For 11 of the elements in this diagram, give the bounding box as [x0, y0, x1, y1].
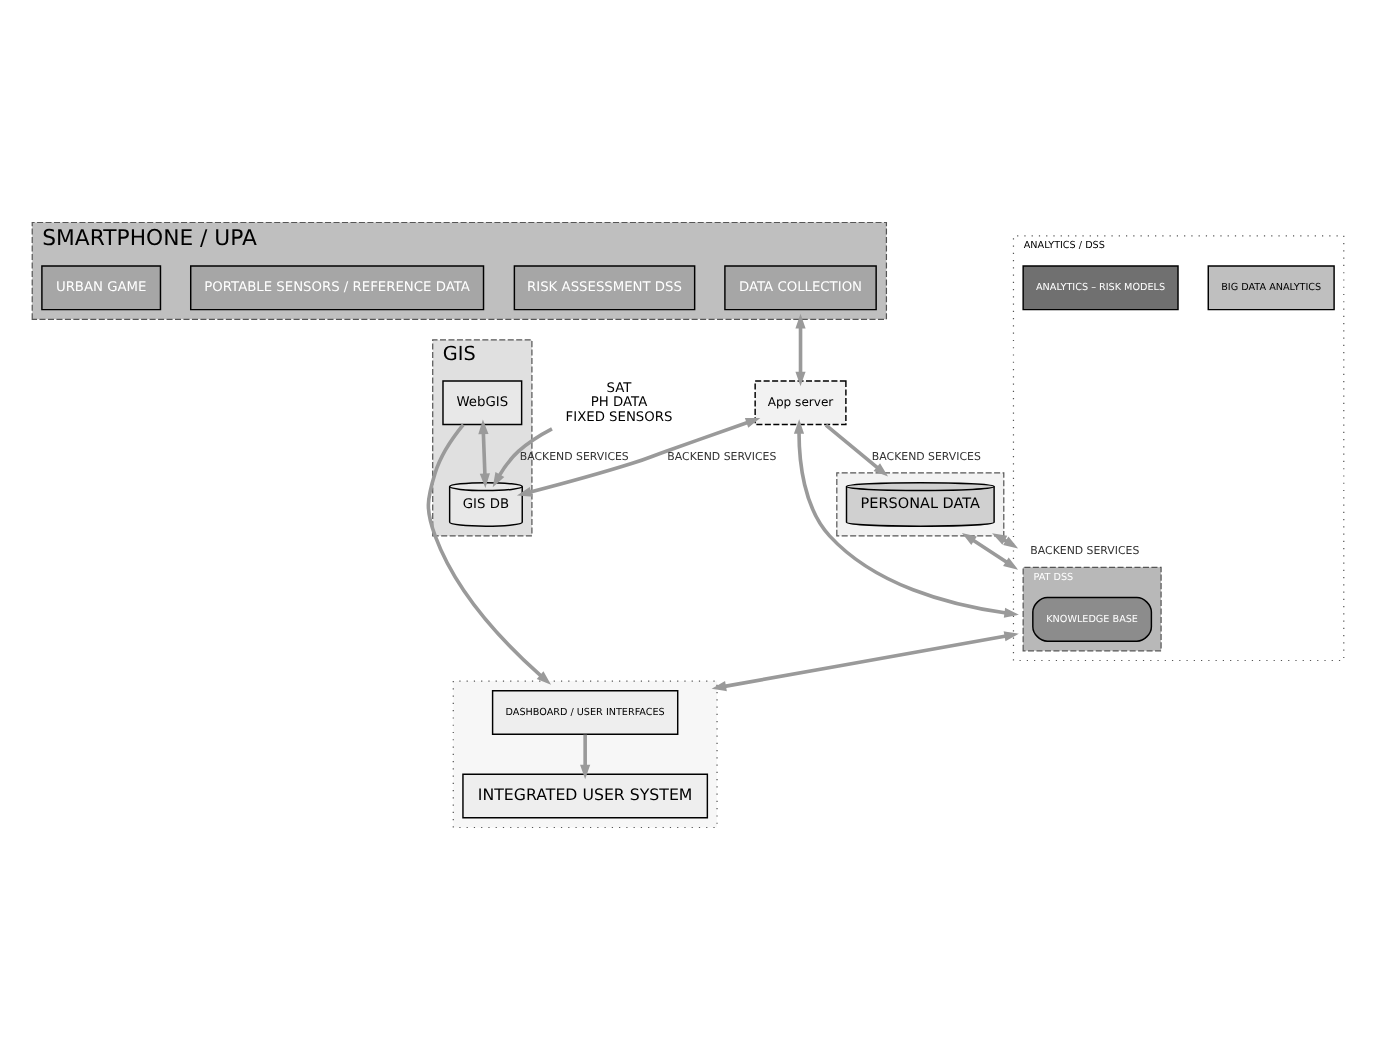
arrow — [711, 631, 1019, 692]
arrow — [478, 419, 490, 489]
arrow — [795, 313, 806, 387]
cluster — [452, 680, 718, 829]
arrow — [961, 532, 1019, 570]
cluster — [836, 472, 1005, 537]
arrow — [793, 419, 1019, 618]
arrow — [824, 423, 889, 477]
arrow — [580, 734, 591, 780]
arrow — [516, 418, 761, 497]
arrow — [426, 423, 552, 685]
